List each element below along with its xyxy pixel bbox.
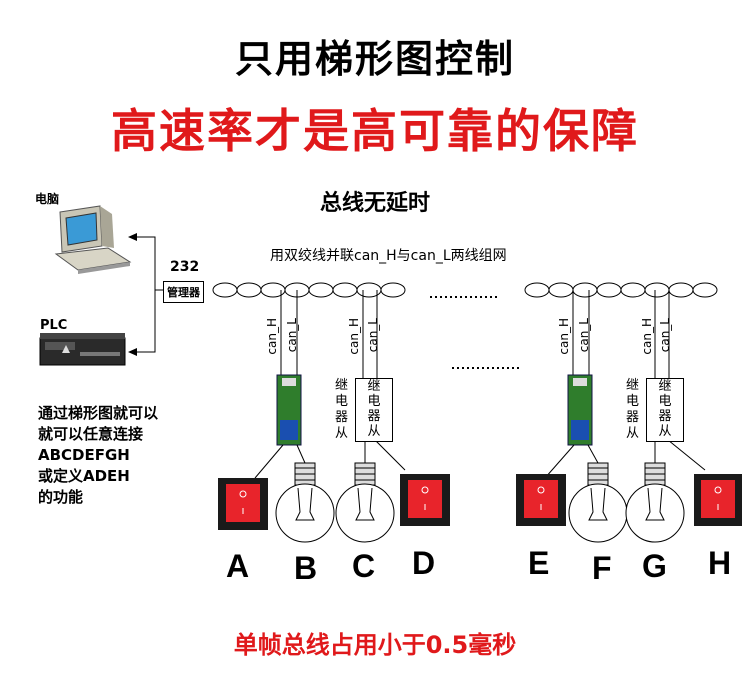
twisted-pair-bus-right bbox=[524, 282, 718, 298]
plc-label: PLC bbox=[40, 318, 68, 333]
description-line: 的功能 bbox=[38, 488, 84, 506]
relay-module-board-1 bbox=[276, 374, 302, 446]
letter-b: B bbox=[294, 550, 318, 586]
headline: 高速率才是高可靠的保障 bbox=[111, 104, 639, 158]
main-title: 只用梯形图控制 bbox=[234, 37, 515, 81]
footer-note: 单帧总线占用小于0.5毫秒 bbox=[233, 631, 517, 659]
letter-c: C bbox=[352, 548, 376, 584]
manager-links bbox=[135, 236, 163, 353]
relay-module-board-2 bbox=[567, 374, 593, 446]
relay-box-label: 继电器从 bbox=[367, 379, 381, 439]
letter-d: D bbox=[412, 545, 436, 581]
letter-h: H bbox=[708, 545, 732, 581]
device-wires bbox=[254, 439, 706, 479]
description-line: ABCDEFGH bbox=[38, 446, 130, 464]
node1-drops bbox=[280, 290, 670, 378]
bulb-g bbox=[625, 462, 685, 543]
bulb-f bbox=[568, 462, 628, 543]
manager-box: 管理器 bbox=[163, 281, 204, 303]
switch-a bbox=[218, 478, 268, 530]
bulb-b bbox=[275, 462, 335, 543]
can-h-label-4: can_H bbox=[640, 318, 654, 355]
subtitle: 总线无延时 bbox=[319, 191, 430, 216]
switch-d bbox=[400, 474, 450, 526]
can-l-label-1: can_L bbox=[285, 318, 299, 353]
twisted-pair-bus-left bbox=[212, 282, 406, 298]
letter-e: E bbox=[528, 545, 550, 581]
description-line: 就可以任意连接 bbox=[38, 425, 144, 443]
description: 通过梯形图就可以 就可以任意连接 ABCDEFGH 或定义ADEH 的功能 bbox=[38, 403, 158, 508]
relay-box-1: 继电器从 bbox=[355, 378, 393, 442]
rs232-label: 232 bbox=[170, 259, 200, 275]
plc-device-icon bbox=[39, 333, 126, 366]
relay-side-label-1: 继电器从 bbox=[335, 378, 349, 441]
relay-box-2: 继电器从 bbox=[646, 378, 684, 442]
switch-e bbox=[516, 474, 566, 526]
letter-g: G bbox=[642, 548, 667, 584]
can-l-label-2: can_L bbox=[366, 318, 380, 353]
can-l-label-3: can_L bbox=[577, 318, 591, 353]
pc-label: 电脑 bbox=[35, 192, 60, 206]
relay-side-label-2: 继电器从 bbox=[626, 378, 640, 441]
bus-note: 用双绞线并联can_H与can_L两线组网 bbox=[270, 248, 507, 264]
switch-h bbox=[694, 474, 742, 526]
bulb-c bbox=[335, 462, 395, 543]
relay-box-label: 继电器从 bbox=[658, 379, 672, 439]
description-line: 通过梯形图就可以 bbox=[38, 404, 159, 422]
can-h-label-1: can_H bbox=[265, 318, 279, 355]
can-h-label-2: can_H bbox=[347, 318, 361, 355]
can-l-label-4: can_L bbox=[658, 318, 672, 353]
can-h-label-3: can_H bbox=[557, 318, 571, 355]
arrow-to-plc bbox=[128, 348, 137, 356]
computer-icon bbox=[54, 205, 132, 274]
letter-f: F bbox=[592, 550, 612, 586]
letter-a: A bbox=[226, 548, 250, 584]
description-line: 或定义ADEH bbox=[38, 467, 130, 485]
arrow-to-pc bbox=[128, 233, 137, 241]
